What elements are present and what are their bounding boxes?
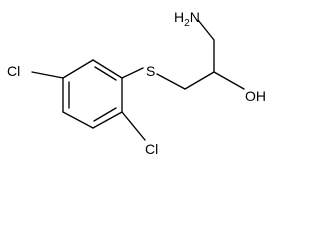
bottom-chlorine-bond (121, 111, 146, 141)
chain-bond-1 (184, 71, 215, 90)
ring-to-sulfur-bond (121, 67, 144, 79)
ring-bond-6 (62, 59, 94, 79)
structure-diagram: H2N S OH Cl Cl (7, 9, 266, 157)
amine-subscript: 2 (184, 18, 190, 29)
ring-inner-double-2 (93, 107, 117, 122)
ring-bond-4 (62, 111, 94, 129)
ring-bond-1 (92, 59, 123, 79)
molecule-canvas: H2N S OH Cl Cl (7, 9, 266, 157)
ring-inner-double-1 (94, 66, 117, 81)
hydroxyl-bond (213, 71, 245, 90)
amine-hydrogen: H (174, 9, 184, 25)
amine-nitrogen: N (190, 9, 200, 25)
ring-bond-3 (92, 111, 123, 129)
bottom-chlorine-label: Cl (145, 141, 158, 157)
amine-label: H2N (174, 9, 200, 29)
left-chlorine-label: Cl (7, 63, 20, 79)
left-chlorine-bond (31, 71, 64, 79)
sulfur-to-chain-bond (156, 73, 186, 90)
hydroxyl-label: OH (245, 88, 266, 104)
amine-bond (197, 19, 215, 41)
sulfur-label: S (146, 63, 155, 79)
